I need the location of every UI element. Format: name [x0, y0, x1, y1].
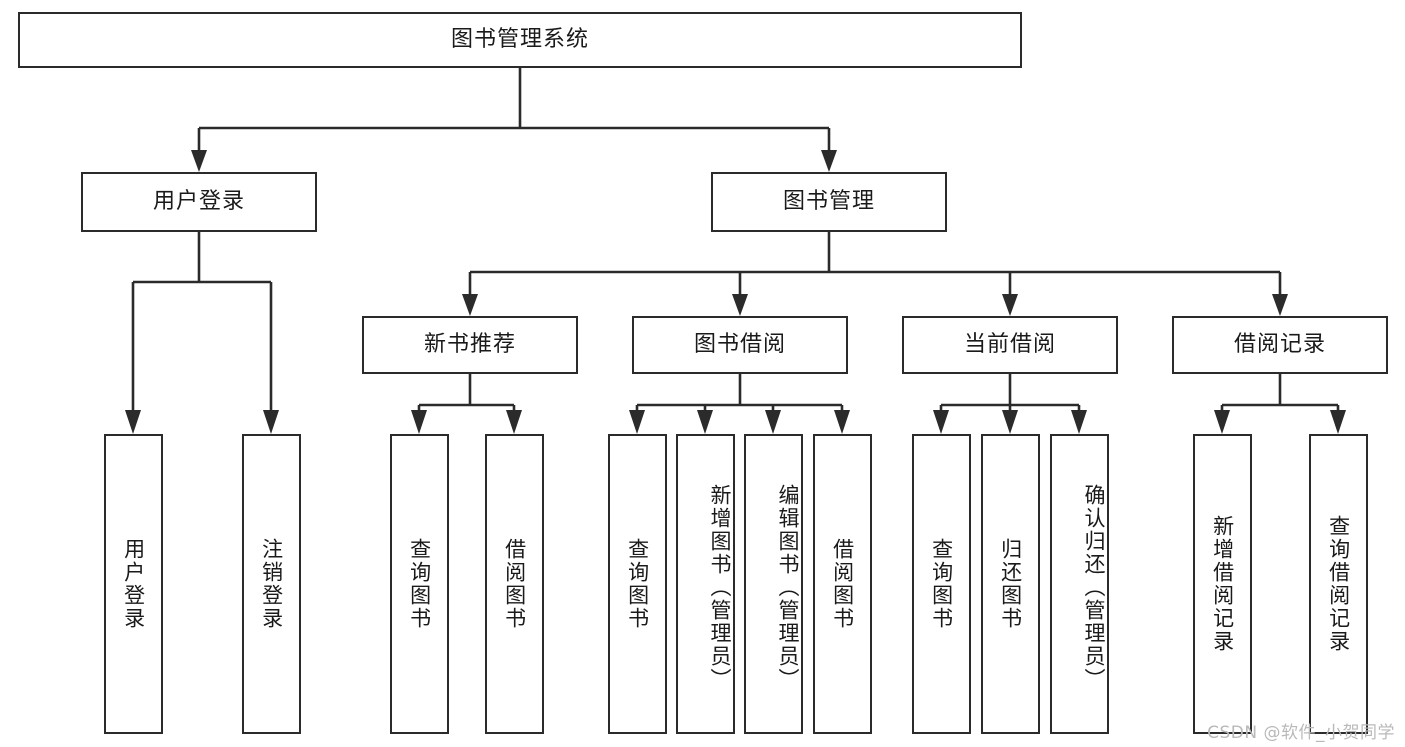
arrowhead-borrow-record: [1272, 294, 1288, 316]
arrowhead-new-book-recommend: [462, 294, 478, 316]
node-book-management-label: 图书管理: [782, 188, 875, 214]
arrowhead-leaf-borrow-book-1: [506, 410, 522, 434]
arrowhead-user-login: [191, 150, 207, 172]
arrowhead-leaf-query-book-3: [933, 410, 949, 434]
node-leaf-add-record[interactable]: 新增借阅记录: [1193, 434, 1252, 734]
node-borrow-record[interactable]: 借阅记录: [1172, 316, 1388, 374]
arrowhead-leaf-return-book: [1002, 410, 1018, 434]
node-root[interactable]: 图书管理系统: [18, 12, 1022, 68]
node-leaf-add-book[interactable]: 新增图书（管理员）: [676, 434, 735, 734]
node-root-label: 图书管理系统: [450, 26, 589, 52]
node-book-borrow-label: 图书借阅: [693, 331, 786, 357]
arrowhead-leaf-borrow-book-2: [834, 410, 850, 434]
node-leaf-borrow-book-1[interactable]: 借阅图书: [485, 434, 544, 734]
node-leaf-confirm-return[interactable]: 确认归还（管理员）: [1050, 434, 1109, 734]
node-book-borrow[interactable]: 图书借阅: [632, 316, 848, 374]
node-leaf-add-record-label: 新增借阅记录: [1210, 515, 1235, 653]
node-leaf-add-book-label: 新增图书（管理员）: [708, 483, 732, 691]
node-leaf-query-record-label: 查询借阅记录: [1326, 515, 1351, 653]
node-leaf-query-book-1[interactable]: 查询图书: [390, 434, 449, 734]
node-current-borrow-label: 当前借阅: [963, 331, 1056, 357]
node-leaf-edit-book[interactable]: 编辑图书（管理员）: [744, 434, 803, 734]
node-leaf-query-book-2-label: 查询图书: [625, 538, 650, 630]
node-leaf-confirm-return-label: 确认归还（管理员）: [1082, 483, 1106, 691]
node-leaf-borrow-book-2[interactable]: 借阅图书: [813, 434, 872, 734]
node-leaf-borrow-book-1-label: 借阅图书: [502, 538, 527, 630]
arrowhead-leaf-query-book-2: [629, 410, 645, 434]
node-new-book-recommend[interactable]: 新书推荐: [362, 316, 578, 374]
arrowheads: [125, 150, 1346, 434]
node-book-management[interactable]: 图书管理: [711, 172, 947, 232]
arrowhead-book-management: [821, 150, 837, 172]
node-leaf-query-record[interactable]: 查询借阅记录: [1309, 434, 1368, 734]
arrowhead-leaf-query-book-1: [411, 410, 427, 434]
node-current-borrow[interactable]: 当前借阅: [902, 316, 1118, 374]
arrowhead-leaf-logout: [263, 410, 279, 434]
node-leaf-logout-label: 注销登录: [259, 538, 284, 630]
node-new-book-recommend-label: 新书推荐: [423, 331, 516, 357]
node-leaf-borrow-book-2-label: 借阅图书: [830, 538, 855, 630]
node-leaf-return-book[interactable]: 归还图书: [981, 434, 1040, 734]
node-user-login[interactable]: 用户登录: [81, 172, 317, 232]
csdn-watermark: CSDN @软件_小贺同学: [1207, 723, 1395, 743]
arrowhead-leaf-edit-book: [765, 410, 781, 434]
node-leaf-logout[interactable]: 注销登录: [242, 434, 301, 734]
arrowhead-leaf-user-login: [125, 410, 141, 434]
node-user-login-label: 用户登录: [152, 188, 245, 214]
node-leaf-user-login[interactable]: 用户登录: [104, 434, 163, 734]
node-leaf-query-book-2[interactable]: 查询图书: [608, 434, 667, 734]
node-leaf-user-login-label: 用户登录: [121, 538, 146, 630]
arrowhead-current-borrow: [1002, 294, 1018, 316]
node-borrow-record-label: 借阅记录: [1233, 331, 1326, 357]
node-leaf-query-book-3[interactable]: 查询图书: [912, 434, 971, 734]
arrowhead-leaf-add-book: [697, 410, 713, 434]
arrowhead-leaf-confirm-return: [1071, 410, 1087, 434]
arrowhead-book-borrow: [732, 294, 748, 316]
arrowhead-leaf-query-record: [1330, 410, 1346, 434]
node-leaf-query-book-3-label: 查询图书: [929, 538, 954, 630]
node-leaf-edit-book-label: 编辑图书（管理员）: [776, 483, 800, 691]
node-leaf-return-book-label: 归还图书: [998, 538, 1023, 630]
arrowhead-leaf-add-record: [1214, 410, 1230, 434]
node-leaf-query-book-1-label: 查询图书: [407, 538, 432, 630]
